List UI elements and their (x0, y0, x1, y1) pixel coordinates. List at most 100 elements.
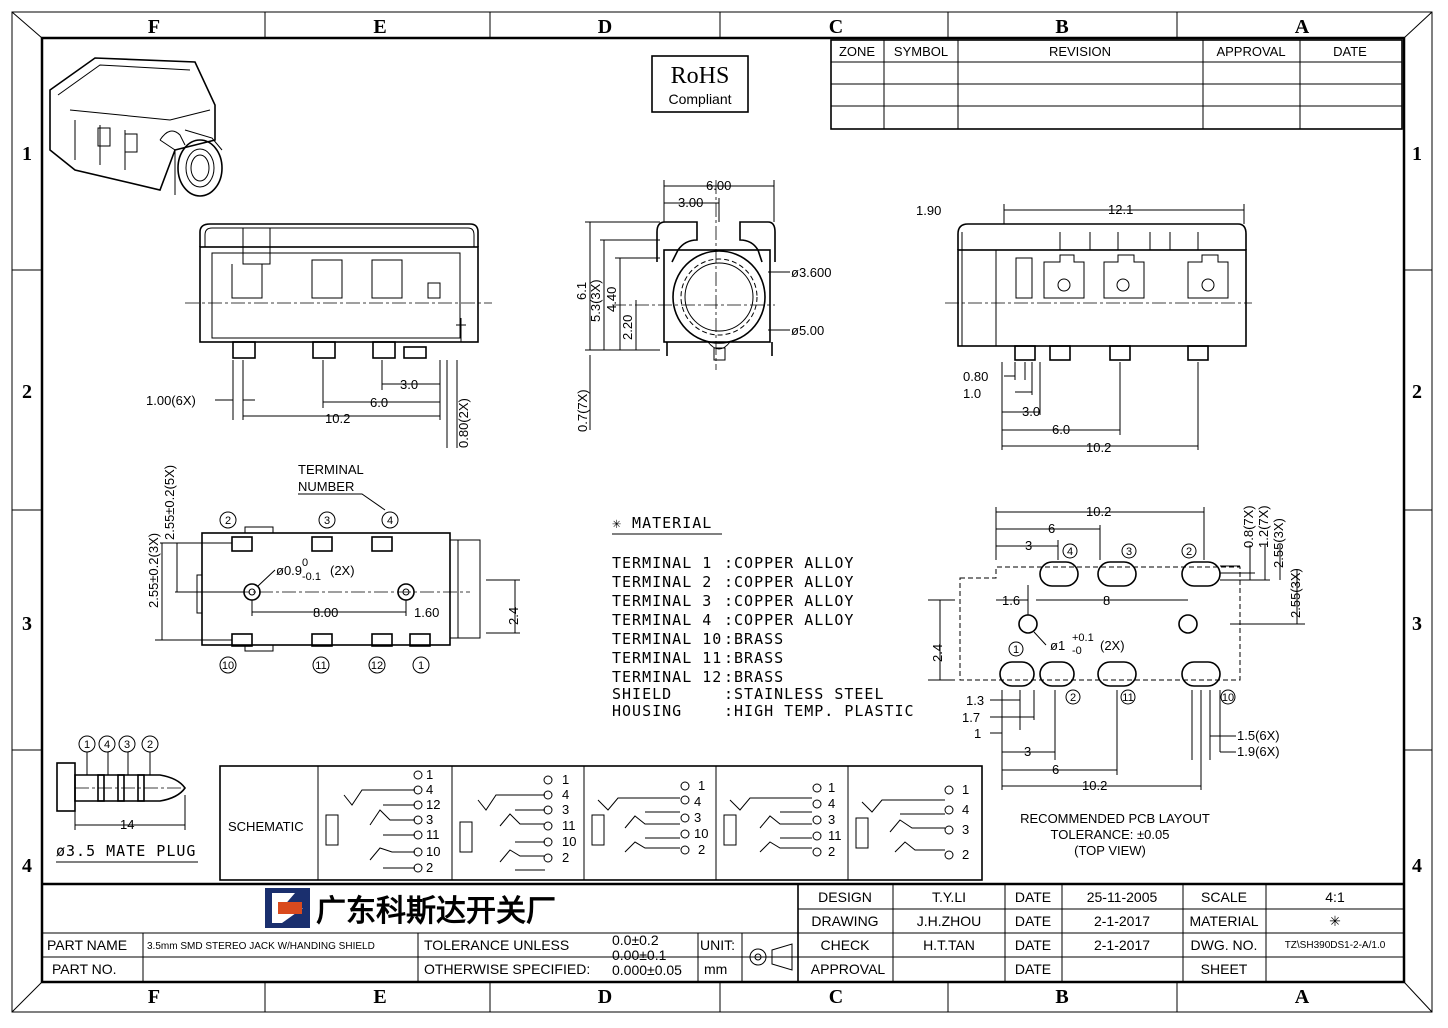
pcb-num: 10 (1222, 692, 1234, 704)
row-label: 4 (1412, 855, 1422, 877)
schem-pin: 3 (828, 812, 835, 827)
column-labels-top: F E D C B A (148, 16, 1310, 38)
top-hole-tol-dn: -0.1 (302, 571, 321, 583)
side-dim-half: 3.00 (678, 195, 703, 210)
part-no-label: PART NO. (52, 961, 117, 977)
schem-pin: 4 (562, 787, 569, 802)
rear-dim-1-90: 1.90 (916, 203, 941, 218)
schem-pin: 4 (694, 794, 701, 809)
terminal-num: 4 (387, 515, 393, 527)
plug-dim-14: 14 (120, 817, 134, 832)
col-label: A (1295, 986, 1310, 1008)
material-value: :BRASS (724, 668, 784, 686)
material-key: HOUSING (612, 702, 682, 720)
rohs-subtitle: Compliant (668, 91, 731, 107)
check-name: H.T.TAN (923, 937, 975, 953)
top-dim-2-4: 2.4 (506, 607, 521, 625)
schematic-group-5: 1 4 3 2 (855, 782, 969, 862)
company-logo-icon (265, 888, 310, 928)
terminal-num: 12 (371, 660, 383, 672)
top-view: 8.00 1.60 2.4 2.55±0.2(3X) 2.55±0.2(5X) … (146, 462, 521, 674)
scale-value: 4:1 (1325, 889, 1345, 905)
design-name: T.Y.LI (932, 889, 966, 905)
pcb-dim-1-9: 1.9(6X) (1237, 744, 1280, 759)
pcb-caption-view: (TOP VIEW) (1074, 843, 1146, 858)
pcb-caption-tolerance: TOLERANCE: ±0.05 (1051, 827, 1170, 842)
pcb-caption-title: RECOMMENDED PCB LAYOUT (1020, 811, 1210, 826)
dwg-no-value: TZ\SH390DS1-2-A/1.0 (1285, 940, 1386, 951)
material-value: :HIGH TEMP. PLASTIC (724, 702, 915, 720)
material-list: ✳ MATERIAL TERMINAL 1:COPPER ALLOY TERMI… (612, 514, 915, 720)
col-label: C (829, 986, 843, 1008)
pcb-dim-8: 8 (1103, 593, 1110, 608)
schem-pin: 2 (426, 860, 433, 875)
pcb-num: 11 (1122, 692, 1133, 704)
tolerance-1: 0.0±0.2 (612, 932, 659, 948)
material-key: TERMINAL 2 (612, 573, 712, 591)
pcb-dim-2-55-a: 2.55(3X) (1271, 518, 1286, 568)
material-value: :COPPER ALLOY (724, 573, 854, 591)
top-dim-2-55-5x: 2.55±0.2(5X) (162, 465, 177, 540)
date-label: DATE (1015, 913, 1051, 929)
design-label: DESIGN (818, 889, 872, 905)
top-hole-callout: ø0.9 0 -0.1 (2X) (257, 557, 355, 587)
tolerance-label-1: TOLERANCE UNLESS (424, 937, 569, 953)
schematic-group-3: 1 4 3 10 2 (591, 778, 708, 857)
front-dim-0-8: 0.80(2X) (456, 398, 471, 448)
pcb-dim-1-7: 1.7 (962, 710, 980, 725)
rear-dim-6-0: 6.0 (1052, 422, 1070, 437)
material-key: TERMINAL 3 (612, 592, 712, 610)
plug-num: 4 (104, 739, 110, 751)
date-label: DATE (1015, 937, 1051, 953)
pcb-dim-3-bot: 3 (1024, 744, 1031, 759)
terminal-label: TERMINAL (298, 462, 364, 477)
col-label: D (598, 986, 612, 1008)
schematic-group-1: 1 4 12 3 11 10 2 (325, 767, 440, 875)
schem-pin: 2 (698, 842, 705, 857)
side-dim-2-20: 2.20 (620, 315, 635, 340)
material-value: :COPPER ALLOY (724, 592, 854, 610)
material-key: TERMINAL 4 (612, 611, 712, 629)
row-label: 4 (22, 855, 32, 877)
material-value: :BRASS (724, 649, 784, 667)
schem-pin: 10 (694, 826, 708, 841)
rohs-title: RoHS (671, 63, 730, 89)
top-dim-1-60: 1.60 (414, 605, 439, 620)
rev-header-approval: APPROVAL (1216, 44, 1285, 59)
part-name-label: PART NAME (47, 937, 127, 953)
plug-num: 1 (84, 739, 90, 751)
sheet-label: SHEET (1201, 961, 1248, 977)
plug-num: 2 (147, 739, 153, 751)
dwg-no-label: DWG. NO. (1191, 937, 1258, 953)
schem-pin: 1 (828, 780, 835, 795)
rear-dim-1-0: 1.0 (963, 386, 981, 401)
row-label: 3 (22, 613, 32, 635)
terminal-num: 11 (315, 660, 326, 672)
schem-pin: 4 (962, 802, 969, 817)
side-dim-dia-3-6: ø3.600 (791, 265, 831, 280)
row-label: 2 (22, 381, 32, 403)
pcb-hole-tol-up: +0.1 (1072, 632, 1094, 644)
schem-pin: 11 (828, 828, 842, 843)
part-name-value: 3.5mm SMD STEREO JACK W/HANDING SHIELD (147, 941, 375, 952)
pcb-num: 3 (1126, 546, 1132, 558)
sheet-border (11, 11, 1433, 1013)
material-value: :COPPER ALLOY (724, 611, 854, 629)
pcb-dim-1-6: 1.6 (1002, 593, 1020, 608)
approval-label: APPROVAL (811, 961, 886, 977)
schem-pin: 2 (828, 844, 835, 859)
pcb-dim-1-3: 1.3 (966, 693, 984, 708)
schem-pin: 1 (562, 772, 569, 787)
tolerance-label-2: OTHERWISE SPECIFIED: (424, 961, 590, 977)
pcb-terminal-numbers: 4 3 2 1 2 11 10 (1008, 543, 1236, 705)
schem-pin: 11 (562, 818, 576, 833)
material-value: :COPPER ALLOY (724, 554, 854, 572)
pcb-dim-6-bot: 6 (1052, 762, 1059, 777)
row-label: 3 (1412, 613, 1422, 635)
pcb-dim-1-5: 1.5(6X) (1237, 728, 1280, 743)
front-dim-3: 3.0 (400, 377, 418, 392)
top-view-pads-top (231, 536, 393, 552)
pcb-dim-6-top: 6 (1048, 521, 1055, 536)
schem-pin: 12 (426, 797, 440, 812)
